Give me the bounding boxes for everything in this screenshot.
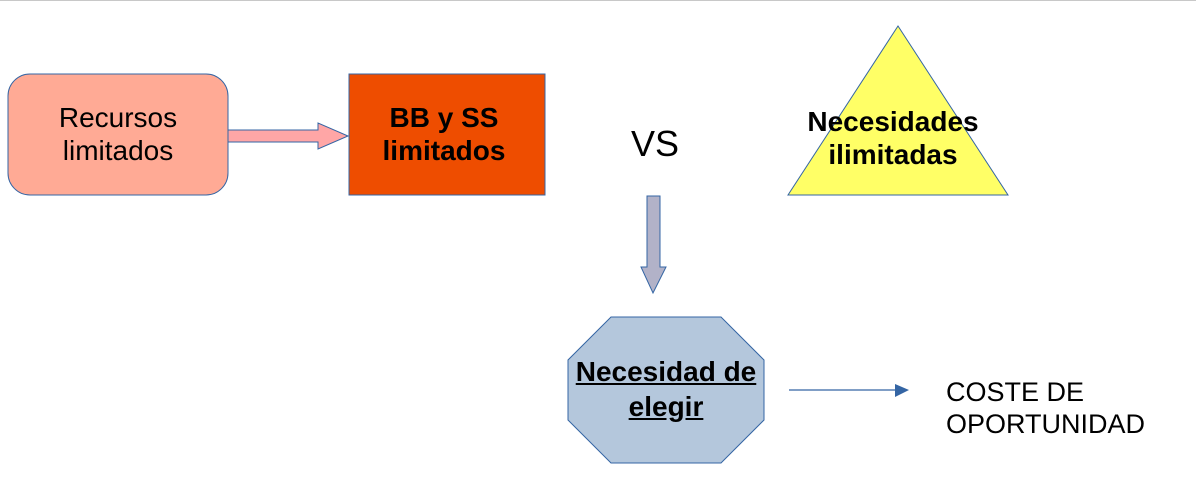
recursos-line1: Recursos [58, 101, 178, 133]
elegir-line2: elegir [628, 391, 704, 422]
recursos-line2: limitados [62, 134, 174, 166]
arrow-to-coste-head [895, 384, 909, 397]
necesidades-triangle [787, 25, 1009, 196]
necesidades-line1: Necesidades [807, 106, 979, 138]
bbss-line1: BB y SS [389, 101, 499, 133]
elegir-octagon [567, 316, 765, 464]
arrow-recursos-to-bbss [227, 122, 350, 150]
vs-label: VS [630, 122, 680, 164]
bbss-box [348, 73, 546, 196]
bbss-line2: limitados [382, 134, 506, 166]
coste-line2: OPORTUNIDAD [946, 409, 1146, 439]
coste-line1: COSTE DE [946, 376, 1085, 407]
elegir-label: Necesidad de elegir [564, 351, 768, 427]
arrow-down [640, 195, 667, 295]
necesidades-line2: ilimitadas [828, 139, 958, 170]
elegir-line1: Necesidad de [575, 356, 757, 387]
